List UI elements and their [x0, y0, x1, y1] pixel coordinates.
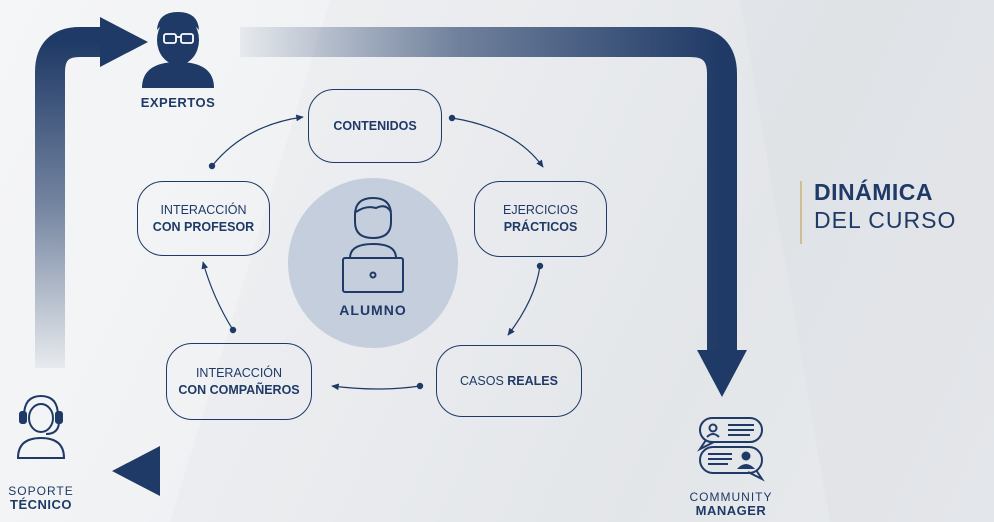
soporte-label: SOPORTE TÉCNICO — [0, 484, 82, 512]
node-interaccion-companeros: INTERACCIÓN CON COMPAÑEROS — [166, 343, 312, 420]
node-casos-part1: CASOS — [460, 373, 508, 388]
cycle-arrow — [507, 265, 541, 336]
headset-support-icon — [16, 394, 66, 459]
node-contenidos-label: CONTENIDOS — [333, 118, 417, 133]
page-title: DINÁMICA DEL CURSO — [814, 178, 992, 234]
node-casos-label: CASOS REALES — [460, 373, 558, 390]
cycle-arrow — [331, 383, 421, 391]
node-companeros-line1: INTERACCIÓN — [195, 365, 283, 380]
bg-facet — [740, 0, 994, 522]
node-profesor-line2: CON PROFESOR — [152, 219, 255, 234]
node-ejercicios-practicos: EJERCICIOS PRÁCTICOS — [474, 181, 607, 257]
cycle-arrow — [451, 117, 544, 168]
node-companeros-line2: CON COMPAÑEROS — [178, 382, 300, 397]
community-line2: MANAGER — [695, 503, 767, 518]
title-line2: DEL CURSO — [814, 207, 957, 233]
community-manager-label: COMMUNITY MANAGER — [672, 490, 790, 518]
node-interaccion-profesor: INTERACCIÓN CON PROFESOR — [137, 181, 270, 256]
node-contenidos: CONTENIDOS — [308, 89, 442, 163]
flow-arrow-top-head — [697, 350, 747, 397]
node-profesor-line1: INTERACCIÓN — [160, 202, 247, 217]
cycle-arrow-dots — [208, 114, 544, 390]
soporte-line1: SOPORTE — [8, 484, 74, 498]
node-casos-reales: CASOS REALES — [436, 345, 582, 417]
flow-arrow-left-head — [100, 17, 148, 67]
bg-facet — [0, 0, 330, 522]
node-casos-part2: REALES — [507, 373, 558, 388]
student-laptop-icon — [342, 196, 404, 293]
alumno-label: ALUMNO — [339, 302, 407, 318]
expert-with-glasses-icon — [142, 12, 214, 88]
soporte-line2: TÉCNICO — [10, 497, 72, 512]
cycle-arrows — [201, 114, 544, 391]
flow-arrow-top — [240, 27, 737, 350]
flow-arrow-bottom-head — [112, 446, 160, 496]
flow-arrow-left — [35, 27, 100, 368]
cycle-arrow — [211, 114, 304, 167]
node-ejercicios-line1: EJERCICIOS — [502, 203, 578, 217]
chat-bubbles-users-icon — [697, 417, 765, 482]
alumno-circle — [288, 178, 458, 348]
title-line1: DINÁMICA — [814, 179, 933, 205]
cycle-arrow — [201, 261, 234, 331]
expertos-label: EXPERTOS — [140, 95, 216, 110]
community-line1: COMMUNITY — [689, 490, 773, 504]
node-ejercicios-line2: PRÁCTICOS — [503, 220, 578, 234]
